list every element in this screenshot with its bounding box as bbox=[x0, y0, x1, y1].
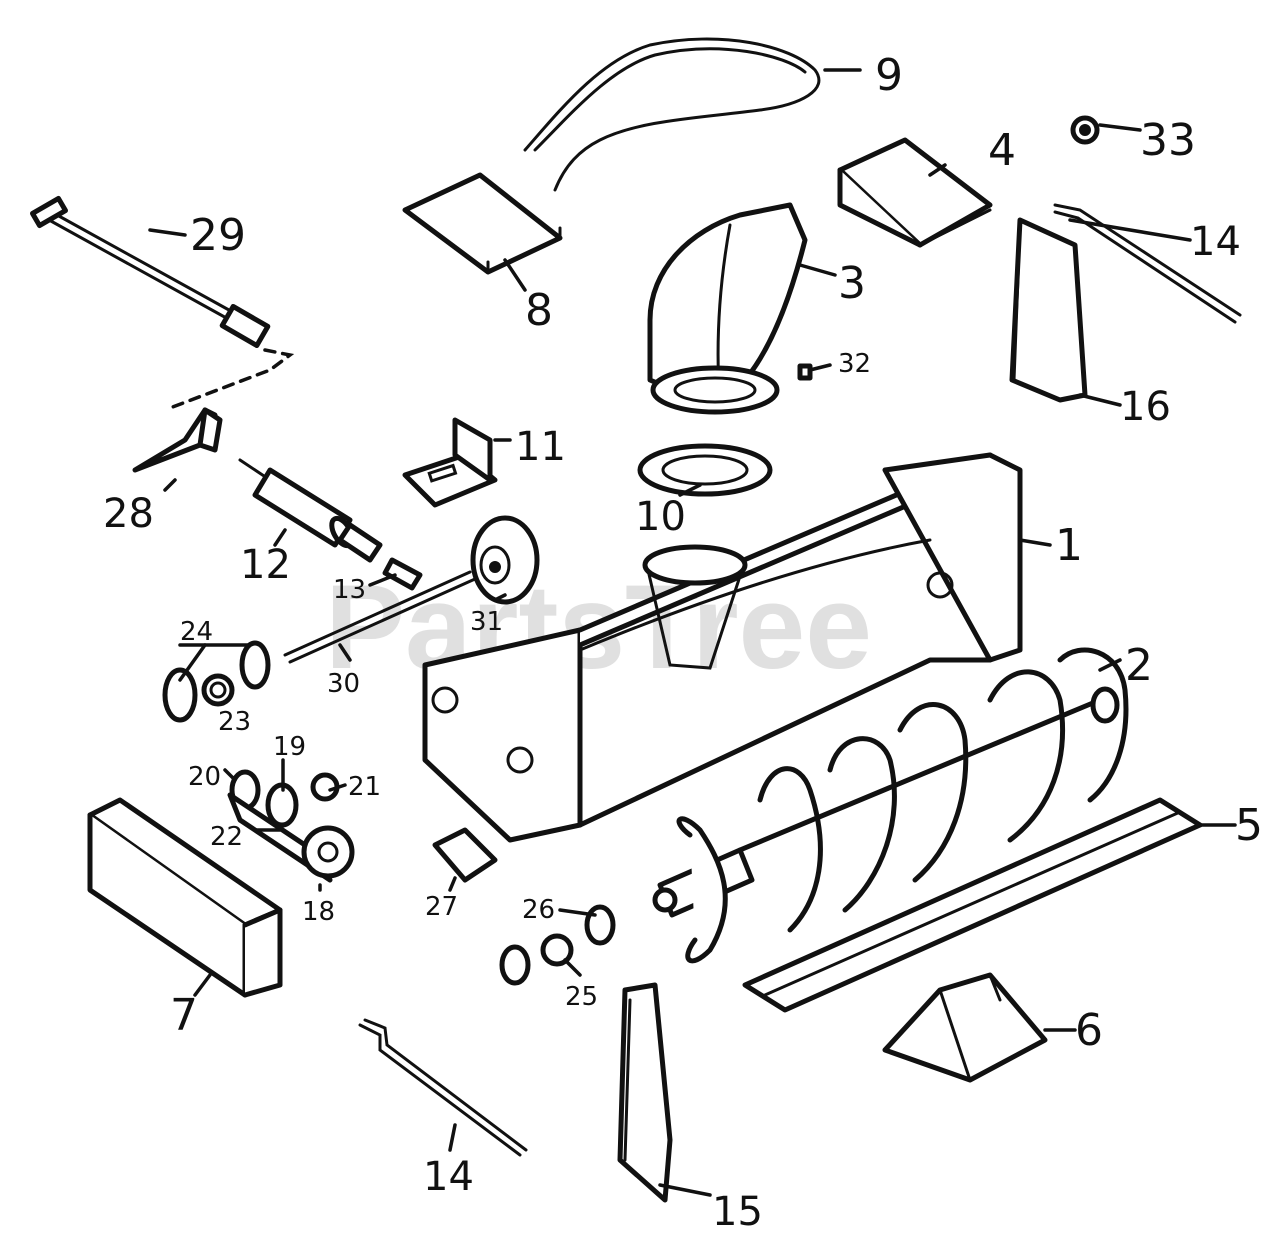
callout-30: 30 bbox=[327, 669, 360, 699]
part-14-rod-upper[interactable] bbox=[1053, 203, 1242, 324]
part-33-knob[interactable] bbox=[1070, 115, 1100, 145]
callout-4: 4 bbox=[988, 125, 1016, 176]
part-18-pulley[interactable] bbox=[301, 825, 355, 879]
callout-25: 25 bbox=[565, 982, 598, 1012]
callout-11: 11 bbox=[515, 424, 566, 470]
leader-lines bbox=[148, 68, 1237, 1197]
callout-27: 27 bbox=[425, 892, 458, 922]
part-29-rod[interactable] bbox=[30, 195, 295, 410]
part-15-side-plate[interactable] bbox=[617, 982, 673, 1203]
callout-7: 7 bbox=[170, 990, 198, 1041]
part-12-shaft[interactable] bbox=[238, 458, 383, 563]
callout-2: 2 bbox=[1125, 640, 1153, 691]
part-1-housing[interactable] bbox=[422, 452, 1023, 843]
callout-15: 15 bbox=[712, 1189, 763, 1235]
callout-20: 20 bbox=[188, 762, 221, 792]
part-30-rod[interactable] bbox=[283, 570, 477, 664]
callout-12: 12 bbox=[240, 542, 291, 588]
part-3-chute[interactable] bbox=[647, 202, 808, 415]
part-9-belt[interactable] bbox=[523, 37, 821, 192]
part-23-bearing[interactable] bbox=[201, 673, 235, 707]
callout-3: 3 bbox=[838, 258, 866, 309]
part-32-bolt[interactable] bbox=[797, 363, 813, 381]
part-27-block[interactable] bbox=[432, 827, 498, 883]
callout-13: 13 bbox=[333, 575, 366, 605]
callout-18: 18 bbox=[302, 897, 335, 927]
callout-21: 21 bbox=[348, 772, 381, 802]
callout-23: 23 bbox=[218, 707, 251, 737]
part-10-flange-ring[interactable] bbox=[637, 443, 773, 497]
part-4-cover[interactable] bbox=[837, 137, 993, 248]
part-25-bearing[interactable] bbox=[540, 933, 574, 967]
callout-5: 5 bbox=[1235, 800, 1263, 851]
callout-33: 33 bbox=[1140, 115, 1196, 166]
part-31-pulley[interactable] bbox=[470, 515, 540, 605]
callout-6: 6 bbox=[1075, 1005, 1103, 1056]
callout-29: 29 bbox=[190, 210, 246, 261]
callout-10: 10 bbox=[635, 494, 686, 540]
callout-8: 8 bbox=[525, 285, 553, 336]
callout-19: 19 bbox=[273, 732, 306, 762]
housing-chute-opening bbox=[642, 544, 748, 670]
part-13-spring[interactable] bbox=[382, 557, 423, 591]
callout-32: 32 bbox=[838, 349, 871, 379]
callout-1: 1 bbox=[1055, 520, 1083, 571]
callout-16: 16 bbox=[1120, 384, 1171, 430]
part-14-rod-lower[interactable] bbox=[358, 1018, 528, 1157]
callout-24: 24 bbox=[180, 617, 213, 647]
part-8-plate[interactable] bbox=[402, 172, 563, 275]
callout-22: 22 bbox=[210, 822, 243, 852]
part-24-washers[interactable] bbox=[162, 640, 271, 723]
callout-14-upper: 14 bbox=[1190, 219, 1241, 265]
callout-28: 28 bbox=[103, 491, 154, 537]
part-16-side-plate[interactable] bbox=[1009, 217, 1088, 403]
callout-14-lower: 14 bbox=[423, 1154, 474, 1200]
part-11-bracket[interactable] bbox=[402, 417, 498, 508]
callout-26: 26 bbox=[522, 895, 555, 925]
part-2-auger[interactable] bbox=[652, 647, 1129, 964]
callout-31: 31 bbox=[470, 607, 503, 637]
part-21-bearing[interactable] bbox=[310, 772, 340, 802]
callout-labels: 1 2 3 4 5 6 7 8 9 10 11 12 13 14 14 15 1… bbox=[103, 50, 1263, 1235]
part-28-lever[interactable] bbox=[132, 407, 223, 473]
part-7-belt-cover[interactable] bbox=[87, 797, 283, 998]
part-6-shoe[interactable] bbox=[882, 972, 1048, 1083]
callout-9: 9 bbox=[875, 50, 903, 101]
